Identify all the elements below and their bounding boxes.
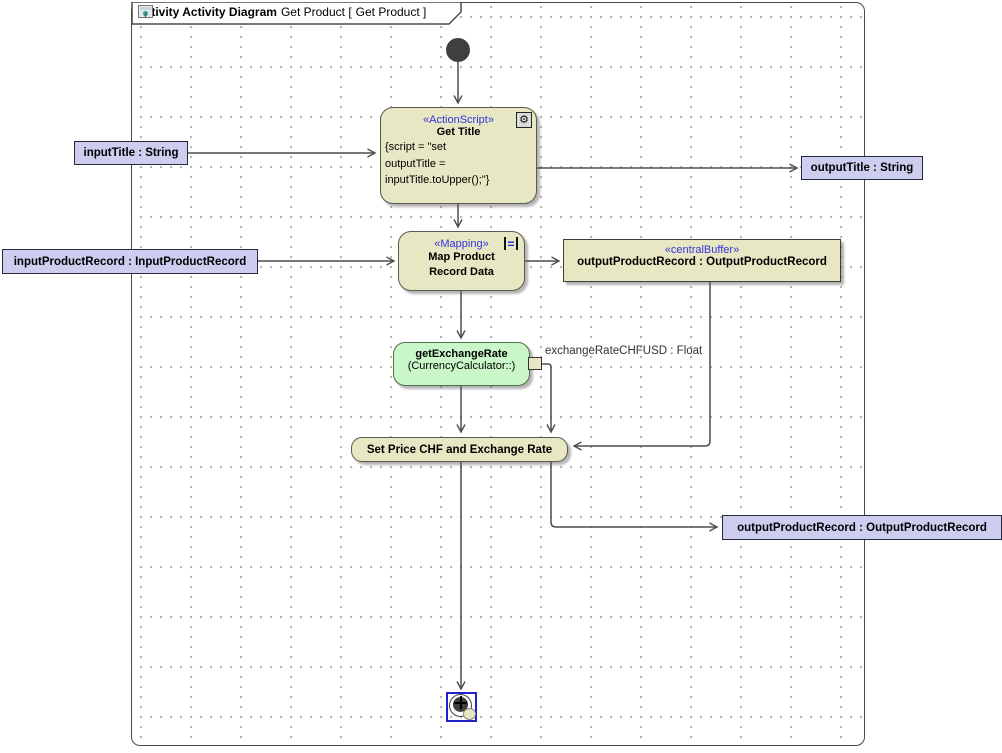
action-get-exchange-rate[interactable]: getExchangeRate (CurrencyCalculator::)	[393, 342, 530, 386]
get-exchange-rate-qualifier: (CurrencyCalculator::)	[407, 360, 516, 372]
edge-set-price-to-output-product-record[interactable]	[550, 462, 719, 532]
crosshair-icon	[454, 696, 467, 709]
central-buffer-node[interactable]: «centralBuffer» outputProductRecord : Ou…	[563, 239, 841, 282]
activity-final-node[interactable]	[449, 694, 472, 717]
gear-icon: ⚙	[516, 112, 532, 128]
parameter-output-title[interactable]: outputTitle : String	[801, 156, 923, 180]
action-map-product-record-data[interactable]: = «Mapping» Map Product Record Data	[398, 231, 525, 291]
edge-central-buffer-to-set-price[interactable]	[572, 282, 711, 451]
set-price-name: Set Price CHF and Exchange Rate	[366, 443, 553, 456]
parameter-output-product-record[interactable]: outputProductRecord : OutputProductRecor…	[722, 515, 1002, 540]
action-set-price[interactable]: Set Price CHF and Exchange Rate	[351, 437, 568, 462]
initial-node[interactable]	[446, 38, 470, 62]
frame-inner-name: Get Product ]	[355, 5, 427, 19]
frame-keyword: activity Activity Diagram	[138, 5, 277, 19]
get-title-script: {script = "set outputTitle = inputTitle.…	[385, 141, 490, 186]
central-buffer-stereotype: «centralBuffer»	[664, 244, 740, 256]
activity-diagram-icon	[138, 5, 153, 18]
action-get-title[interactable]: ⚙ «ActionScript» Get Title {script = "se…	[380, 107, 537, 204]
selection-box	[446, 692, 477, 722]
map-product-stereotype: «Mapping»	[434, 238, 489, 250]
parameter-input-product-record[interactable]: inputProductRecord : InputProductRecord	[2, 249, 258, 274]
map-product-name: Map Product Record Data	[428, 251, 495, 278]
mapping-icon: =	[504, 237, 518, 250]
pin-label: exchangeRateCHFUSD : Float	[545, 345, 703, 357]
edge-pin-to-set-price[interactable]	[542, 363, 556, 434]
frame-name: Get Product [	[280, 5, 352, 19]
drag-handle-blob	[463, 708, 476, 720]
frame-title-tab[interactable]: activity Activity Diagram Get Product [ …	[131, 2, 463, 25]
get-title-stereotype: «ActionScript»	[423, 114, 494, 126]
output-pin[interactable]	[528, 357, 542, 370]
get-exchange-rate-name: getExchangeRate	[415, 348, 508, 360]
central-buffer-name: outputProductRecord : OutputProductRecor…	[577, 256, 827, 268]
get-title-name: Get Title	[436, 126, 481, 138]
parameter-input-title[interactable]: inputTitle : String	[74, 141, 188, 165]
